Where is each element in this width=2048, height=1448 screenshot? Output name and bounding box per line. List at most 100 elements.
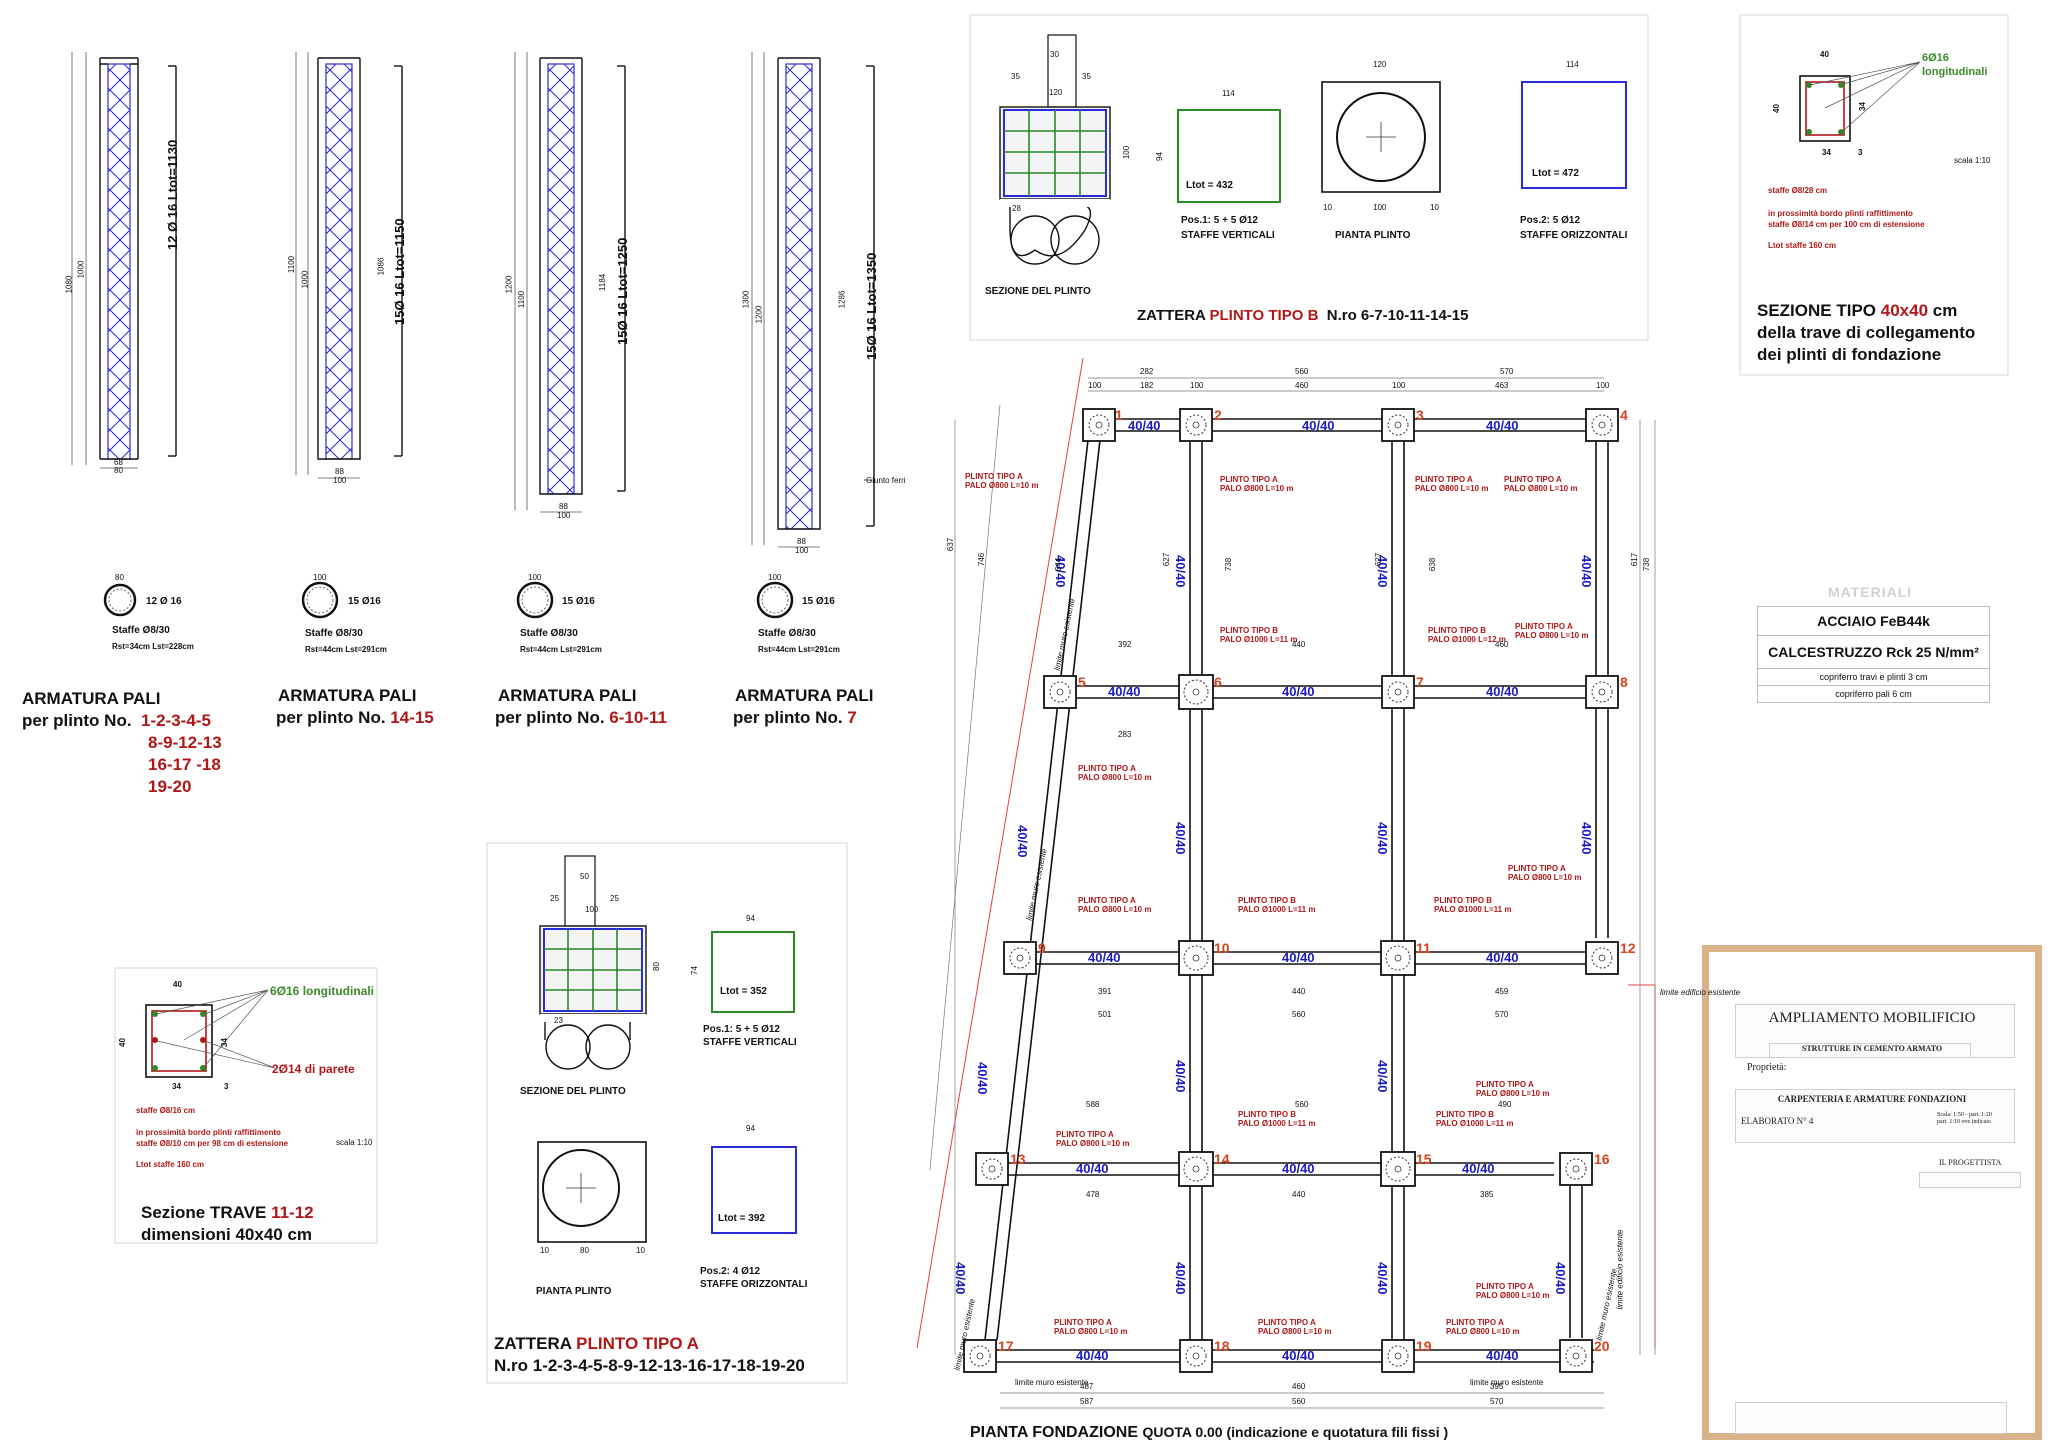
beam-label-v-6: 40/40 [1579, 822, 1594, 855]
plinth-note-type: PLINTO TIPO A [1078, 764, 1136, 773]
sezione-tipo-panel [1739, 14, 2009, 376]
zb-dim-30: 30 [1050, 50, 1059, 59]
plinth-note-type: PLINTO TIPO B [1436, 1110, 1495, 1119]
pile-section-1 [103, 583, 137, 617]
dim-row4-3: 490 [1498, 1100, 1512, 1109]
st-title3: dei plinti di fondazione [1757, 345, 1942, 364]
pile3-rst: Rst=44cm Lst=291cm [520, 645, 602, 654]
pile1-stirrups: Staffe Ø8/30 [112, 625, 170, 636]
za-dim-100: 100 [585, 905, 599, 914]
pile4-dim-g: 1200 [754, 305, 764, 324]
pile-centre-1 [1095, 421, 1103, 429]
pile3-dim-j: 1184 [598, 273, 608, 292]
pile2-dim-j: 1086 [376, 257, 386, 276]
dim-row3-2: 440 [1292, 987, 1306, 996]
beam-label-h-2: 40/40 [1302, 418, 1335, 433]
zattera-a-pos2-stirrup [711, 1146, 797, 1234]
pile4-stirrups: Staffe Ø8/30 [758, 628, 816, 639]
st-title2: della trave di collegamento [1757, 323, 1976, 342]
pile-centre-12 [1598, 954, 1606, 962]
za-title-line1: ZATTERA PLINTO TIPO A [494, 1334, 699, 1353]
pile4-bars-label: 15Ø 16 Ltot=1350 [864, 252, 879, 360]
zb-title: ZATTERA PLINTO TIPO B N.ro 6-7-10-11-14-… [1137, 307, 1469, 324]
pile3-dim-h: 88 [559, 502, 568, 511]
zattera-b-plan [1321, 81, 1441, 193]
plinth-number-12: 12 [1620, 940, 1636, 956]
plinth-number-8: 8 [1620, 674, 1628, 690]
pile-centre-17 [976, 1352, 984, 1360]
pile-circle-6 [1183, 679, 1209, 705]
zb-pianta-label: PIANTA PLINTO [1335, 230, 1411, 241]
dim-vert-4: 627 [1162, 552, 1172, 567]
title-block-elaborato: ELABORATO N° 4 [1741, 1116, 1814, 1126]
zb-pos2-ltot: Ltot = 472 [1532, 168, 1579, 179]
st-dim-3: 3 [1858, 148, 1863, 157]
zb-dim-28: 28 [1012, 204, 1021, 213]
plinth-number-9: 9 [1038, 940, 1046, 956]
st-note4: Ltot staffe 160 cm [1768, 241, 1837, 250]
dim-row4-2: 560 [1295, 1100, 1309, 1109]
zb-dim-35a: 35 [1011, 72, 1020, 81]
pile-circle-11 [1385, 945, 1411, 971]
plinth-number-7: 7 [1416, 674, 1424, 690]
plinth-7 [1381, 675, 1415, 709]
title-block: AMPLIAMENTO MOBILIFICIO STRUTTURE IN CEM… [1702, 945, 2042, 1440]
plinth-1 [1082, 408, 1116, 442]
pile-circle-20 [1565, 1345, 1587, 1367]
plinth-note-pile: PALO Ø800 L=10 m [1446, 1327, 1520, 1336]
zattera-a-pos1-stirrup [711, 931, 795, 1013]
pile-circle-17 [969, 1345, 991, 1367]
pile-centre-15 [1394, 1165, 1402, 1173]
pile-circle-4 [1591, 414, 1613, 436]
beam-label-h-10: 40/40 [1076, 1161, 1109, 1176]
dim-vert-2: 746 [977, 552, 987, 567]
beam-label-v-7: 40/40 [1173, 1060, 1188, 1093]
pile-centre-9 [1016, 954, 1024, 962]
pile1-section-bars: 12 Ø 16 [146, 596, 182, 607]
tr-note3: staffe Ø8/10 cm per 98 cm di estensione [136, 1139, 289, 1148]
st-long-label2: longitudinali [1922, 66, 1988, 78]
pile-circle-13 [981, 1158, 1003, 1180]
dim-vert-5: 738 [1224, 557, 1234, 572]
bottom-wall-note-1: limite muro esistente [1015, 1378, 1089, 1387]
plinth-number-6: 6 [1214, 674, 1222, 690]
foundation-plan [916, 357, 1656, 1409]
pile1-dim-h: 68 [114, 458, 123, 467]
pile3-dim-f: 1200 [504, 275, 514, 294]
plinth-number-20: 20 [1594, 1338, 1610, 1354]
za-title-line2: N.ro 1-2-3-4-5-8-9-12-13-16-17-18-19-20 [494, 1356, 805, 1375]
zb-dim-120: 120 [1049, 88, 1063, 97]
plinth-2 [1179, 408, 1213, 442]
pile-centre-8 [1598, 688, 1606, 696]
beam-label-v-8: 40/40 [1375, 1060, 1390, 1093]
sezione-tipo-drawing [1799, 61, 1921, 142]
pile-elevation-2 [295, 52, 403, 479]
pile2-dim-h: 88 [335, 467, 344, 476]
beam-label-v-10: 40/40 [1375, 1262, 1390, 1295]
pile-centre-16 [1572, 1165, 1580, 1173]
dim-top2-4: 460 [1295, 381, 1309, 390]
plinth-note-pile: PALO Ø800 L=10 m [1508, 873, 1582, 882]
za-pianta-label: PIANTA PLINTO [536, 1286, 612, 1297]
pile4-note: Giunto ferri [866, 476, 906, 485]
zb-pos1-label: Pos.1: 5 + 5 Ø12 [1181, 215, 1258, 226]
plinth-number-11: 11 [1416, 940, 1431, 956]
za-pos1-sub: STAFFE VERTICALI [703, 1037, 797, 1048]
sezione-trave-drawing [145, 989, 276, 1078]
pile4-section-diam: 100 [768, 573, 782, 582]
plinth-number-3: 3 [1416, 407, 1424, 423]
tr-note4: Ltot staffe 160 cm [136, 1160, 205, 1169]
plinth-number-2: 2 [1214, 407, 1222, 423]
beam-label-h-14: 40/40 [1282, 1348, 1315, 1363]
zb-dim-10a: 10 [1323, 203, 1332, 212]
za-dim-80b: 80 [580, 1246, 589, 1255]
